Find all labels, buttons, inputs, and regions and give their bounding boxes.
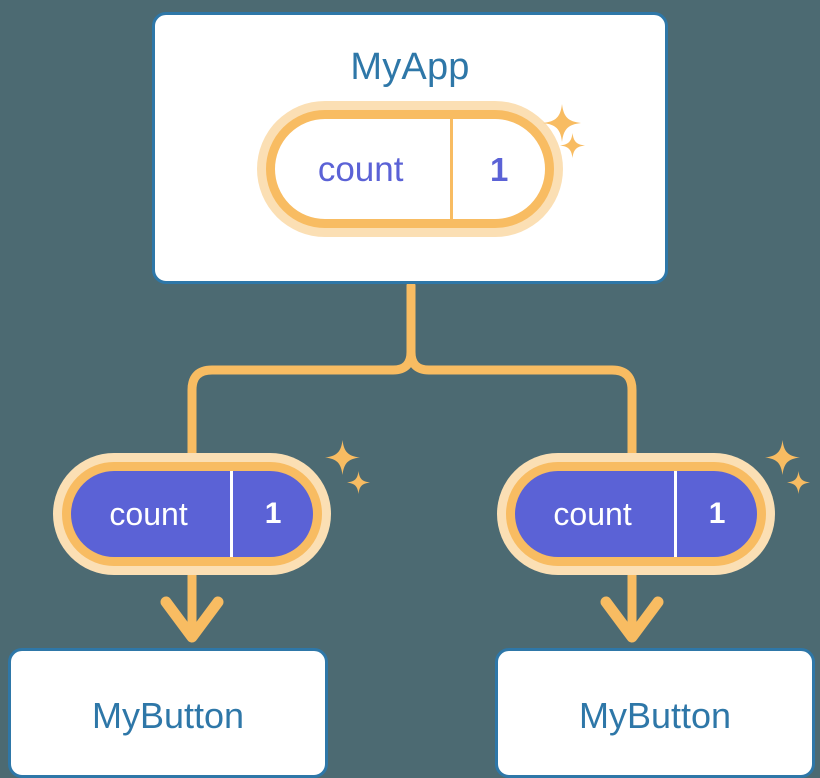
- state-pill-body: count 1: [266, 110, 554, 228]
- connector-trunk-right: [406, 281, 637, 475]
- arrow-head-left: [160, 596, 224, 643]
- sparkle-small-icon: [787, 471, 810, 494]
- state-pill-key: count: [109, 496, 188, 532]
- state-pill-value: 1: [230, 471, 313, 557]
- button-card-left[interactable]: MyButton: [8, 648, 328, 778]
- state-pill-app[interactable]: count 1: [266, 110, 554, 228]
- state-pill-key: count: [317, 149, 404, 189]
- sparkle-large-icon: [765, 440, 800, 475]
- state-pill-right[interactable]: count 1: [506, 462, 766, 566]
- state-pill-body: count 1: [62, 462, 322, 566]
- button-card-title: MyButton: [91, 695, 245, 736]
- connector-trunk-left: [187, 281, 416, 475]
- state-pill-body: count 1: [506, 462, 766, 566]
- state-pill-left[interactable]: count 1: [62, 462, 322, 566]
- state-pill-key: count: [553, 496, 632, 532]
- arrow-head-right: [600, 596, 664, 643]
- button-card-title: MyButton: [578, 695, 732, 736]
- sparkle-large-icon: [325, 440, 360, 475]
- button-card-right[interactable]: MyButton: [495, 648, 815, 778]
- state-pill-value: 1: [450, 119, 545, 219]
- sparkle-small-icon: [347, 471, 370, 494]
- app-card-title: MyApp: [350, 46, 470, 88]
- state-pill-value: 1: [674, 471, 757, 557]
